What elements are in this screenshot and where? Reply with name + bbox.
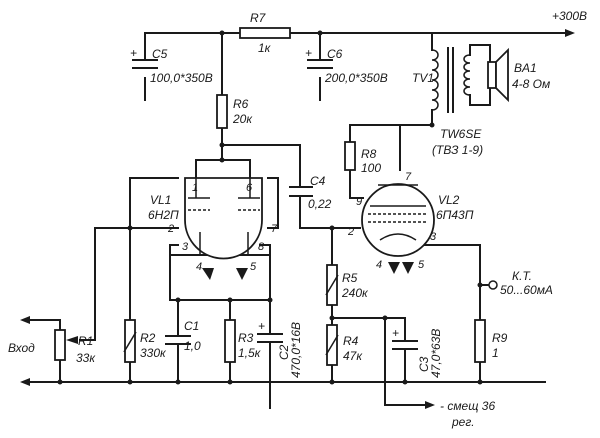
vl2-pin-2: 2 <box>347 226 354 238</box>
vl1-pin-1: 1 <box>192 182 198 194</box>
ground-arrow-icon <box>20 378 30 386</box>
vl1-pin-5: 5 <box>250 261 257 273</box>
vl1-pin-4: 4 <box>196 261 202 273</box>
c2-capacitor: + C2 470,0*16В <box>257 319 303 378</box>
vl2-ref: VL2 <box>438 193 460 207</box>
c3-capacitor: + C3 47,0*63В <box>392 324 443 378</box>
supply-label: +300В <box>552 9 587 23</box>
c6-capacitor: + C6 200,0*350В <box>305 46 388 85</box>
vl1-pin-7: 7 <box>271 223 278 235</box>
vl2-pin-9: 9 <box>356 196 362 208</box>
vl2-pin-3: 3 <box>430 231 437 243</box>
c3-ref: C3 <box>417 356 431 372</box>
r8-resistor: R8 100 <box>344 141 381 175</box>
c6-value: 200,0*350В <box>324 71 388 85</box>
kt-ref: К.Т. <box>512 269 532 283</box>
r8-value: 100 <box>361 161 381 175</box>
c1-value: 1,0 <box>184 339 201 353</box>
c1-ref: C1 <box>184 319 199 333</box>
bias-label: - смещ 36 <box>440 399 495 413</box>
ba1-value: 4-8 Ом <box>512 77 550 91</box>
r7-value: 1к <box>258 41 272 55</box>
vl1-pin-6: 6 <box>246 182 253 194</box>
r9-resistor: R9 1 <box>474 319 508 363</box>
vl2-tube: 7 9 2 3 4 5 VL2 6П43П <box>347 171 474 274</box>
c6-polarity: + <box>305 46 312 60</box>
r1-potentiometer: R1 33к Вход <box>8 329 96 365</box>
tv1-alt: (ТВЗ 1-9) <box>432 143 483 157</box>
junctions <box>57 30 498 385</box>
r6-resistor: R6 20к <box>216 94 253 129</box>
c5-capacitor: + C5 100,0*350В <box>130 46 213 85</box>
r4-value: 47к <box>343 349 363 363</box>
r5-ref: R5 <box>342 271 358 285</box>
vl2-pin-5: 5 <box>418 259 425 271</box>
vl1-type: 6Н2П <box>148 208 179 222</box>
c5-polarity: + <box>130 46 137 60</box>
vl2-type: 6П43П <box>436 208 474 222</box>
c6-ref: C6 <box>327 47 343 61</box>
c2-polarity: + <box>258 319 265 333</box>
input-arrow-icon <box>20 316 30 324</box>
ba1-speaker-icon: BA1 4-8 Ом <box>487 47 550 103</box>
r8-ref: R8 <box>361 147 377 161</box>
c3-polarity: + <box>392 326 399 340</box>
vl2-pin-4: 4 <box>376 259 382 271</box>
test-point-icon <box>488 280 498 290</box>
c1-capacitor: C1 1,0 <box>165 319 201 363</box>
ba1-ref: BA1 <box>514 61 537 75</box>
r7-resistor: R7 1к <box>239 11 291 55</box>
c2-ref: C2 <box>277 344 291 360</box>
c4-ref: C4 <box>310 174 326 188</box>
r5-resistor: R5 240к <box>325 264 369 306</box>
c4-capacitor: C4 0,22 <box>289 174 332 211</box>
r5-value: 240к <box>341 286 369 300</box>
c5-ref: C5 <box>152 47 168 61</box>
supply-arrow-icon <box>565 29 575 37</box>
bias-arrow-icon <box>425 401 435 409</box>
vl1-pin-3: 3 <box>182 241 189 253</box>
c3-value: 47,0*63В <box>429 329 443 378</box>
vl1-ref: VL1 <box>150 193 171 207</box>
r6-value: 20к <box>232 112 253 126</box>
c4-value: 0,22 <box>308 197 332 211</box>
r7-ref: R7 <box>250 11 267 25</box>
r2-resistor: R2 330к <box>123 319 167 363</box>
r4-resistor: R4 47к <box>325 324 363 366</box>
vl2-pin-7: 7 <box>405 171 412 183</box>
tv1-type: TW6SE <box>440 127 482 141</box>
vl1-pin-2: 2 <box>167 223 174 235</box>
bias-label-2: рег. <box>451 415 475 429</box>
tv1-ref: TV1 <box>412 71 434 85</box>
c5-value: 100,0*350В <box>150 71 213 85</box>
r3-ref: R3 <box>238 331 254 345</box>
r9-value: 1 <box>492 346 499 360</box>
r2-ref: R2 <box>140 331 156 345</box>
r9-ref: R9 <box>492 331 508 345</box>
r1-ref: R1 <box>78 334 93 348</box>
c2-value: 470,0*16В <box>289 322 303 378</box>
r1-value: 33к <box>76 351 96 365</box>
vl1-tube: VL1 6Н2П 1 6 2 7 3 8 4 5 <box>148 177 278 280</box>
test-point: К.Т. 50...60мА <box>500 269 553 297</box>
arrows <box>20 29 575 409</box>
input-label: Вход <box>8 341 35 355</box>
r4-ref: R4 <box>343 334 359 348</box>
r2-value: 330к <box>140 346 167 360</box>
r6-ref: R6 <box>233 97 249 111</box>
vl1-pin-8: 8 <box>258 241 265 253</box>
tv1-transformer: TV1 TW6SE (ТВЗ 1-9) <box>412 44 491 157</box>
kt-value: 50...60мА <box>500 283 553 297</box>
r3-value: 1,5к <box>238 346 262 360</box>
r3-resistor: R3 1,5к <box>224 319 262 363</box>
